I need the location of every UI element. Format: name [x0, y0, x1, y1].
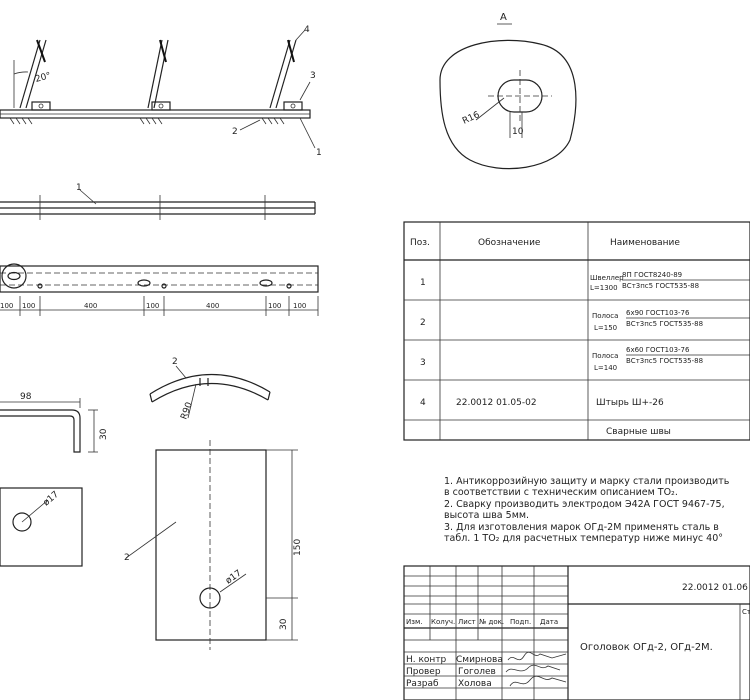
- strip-length: 98: [20, 392, 32, 402]
- table-footer: Сварные швы: [606, 427, 671, 437]
- beam-side-view: 1: [0, 183, 316, 220]
- row3-num: 6х60 ГОСТ103-76: [626, 346, 690, 354]
- assembly-top-view: 20° 4 3 2 1: [0, 25, 322, 158]
- note-line-4: высота шва 5мм.: [444, 510, 529, 521]
- name-razrab: Холова: [458, 679, 492, 689]
- plate-bottom: 30: [279, 618, 289, 630]
- row3-den: ВСт3пс5 ГОСТ535-88: [626, 357, 703, 365]
- plate-callout-2: 2: [124, 553, 130, 563]
- row3-name-b: L=140: [594, 364, 617, 372]
- beam-dim-6: 100: [268, 302, 281, 310]
- beam-dim-4: 100: [146, 302, 159, 310]
- row1-name-b: L=1300: [590, 284, 618, 292]
- row3-pos: 3: [420, 358, 426, 368]
- row1-num: 8П ГОСТ8240-89: [622, 271, 682, 279]
- beam-plan-view: 100 100 400 100 400 100 100: [0, 263, 319, 316]
- view-a-slot: 10: [512, 127, 524, 137]
- beam-dim-1: 100: [0, 302, 13, 310]
- table-head-name: Наименование: [610, 238, 680, 248]
- col-doc: № док.: [479, 618, 504, 626]
- table-head-pos: Поз.: [410, 238, 430, 248]
- doc-code: 22.0012 01.06: [682, 583, 748, 593]
- callout-1: 1: [316, 148, 322, 158]
- curved-strip: 2 R90: [149, 357, 271, 421]
- strip-height: 30: [99, 428, 109, 440]
- callout-2: 2: [232, 127, 238, 137]
- notes: 1. Антикоррозийную защиту и марку стали …: [444, 476, 730, 544]
- bent-strip-elevation: 98 30: [0, 392, 109, 453]
- beam-dim-3: 400: [84, 302, 97, 310]
- signatures: [505, 651, 567, 687]
- callout-4: 4: [304, 25, 310, 35]
- row2-name-b: L=150: [594, 324, 617, 332]
- row4-pos: 4: [420, 398, 426, 408]
- name-nkontr: Смирнова: [456, 655, 503, 665]
- beam-dim-5: 400: [206, 302, 219, 310]
- row1-pos: 1: [420, 278, 426, 288]
- row1-den: ВСт3пс5 ГОСТ535-88: [622, 282, 699, 290]
- note-line-2: в соответствии с техническим описанием Т…: [444, 487, 678, 498]
- angle-label: 20°: [34, 71, 52, 85]
- col-date: Дата: [540, 618, 558, 626]
- callout-3: 3: [310, 71, 316, 81]
- view-a: А R16 10: [439, 12, 577, 170]
- spec-table: Поз. Обозначение Наименование 1 Швеллер …: [403, 221, 750, 441]
- note-line-1: 1. Антикоррозийную защиту и марку стали …: [444, 476, 730, 487]
- small-plate-hole: ø17: [42, 490, 61, 509]
- row2-den: ВСт3пс5 ГОСТ535-88: [626, 320, 703, 328]
- row2-num: 6х90 ГОСТ103-76: [626, 309, 690, 317]
- name-prover: Гоголев: [458, 667, 496, 677]
- role-nkontr: Н. контр: [406, 655, 447, 665]
- small-plate: ø17: [0, 487, 83, 567]
- beam-dim-7: 100: [293, 302, 306, 310]
- row1-name-a: Швеллер: [590, 274, 624, 282]
- plate-hole: ø17: [224, 569, 244, 587]
- note-line-5: 3. Для изготовления марок ОГд-2М применя…: [444, 522, 719, 533]
- row4-name: Штырь Ш+-26: [596, 398, 664, 408]
- row4-designation: 22.0012 01.05-02: [456, 398, 537, 408]
- table-head-designation: Обозначение: [478, 238, 541, 248]
- beam-callout-1: 1: [76, 183, 82, 193]
- stage-head: Ст: [742, 608, 750, 616]
- row3-name-a: Полоса: [592, 352, 618, 360]
- row2-pos: 2: [420, 318, 426, 328]
- plate-height: 150: [293, 539, 303, 556]
- col-list: Лист: [458, 618, 476, 626]
- role-prover: Провер: [406, 667, 441, 677]
- view-a-radius: R16: [461, 110, 482, 127]
- title-block: Изм. Колуч. Лист № док. Подп. Дата Н. ко…: [403, 565, 750, 700]
- row2-name-a: Полоса: [592, 312, 618, 320]
- col-sign: Подп.: [510, 618, 531, 626]
- curved-radius: R90: [179, 401, 195, 421]
- role-razrab: Разраб: [406, 679, 439, 689]
- drawing-title: Оголовок ОГд-2, ОГд-2М.: [580, 642, 713, 653]
- view-a-label: А: [500, 12, 507, 23]
- note-line-3: 2. Сварку производить электродом Э42А ГО…: [444, 499, 725, 510]
- large-plate: ø17 2 150 30: [124, 440, 303, 650]
- note-line-6: табл. 1 ТО₂ для расчетных температур ниж…: [444, 533, 723, 544]
- curved-callout-2: 2: [172, 357, 178, 367]
- col-izm: Изм.: [406, 618, 422, 626]
- col-kol: Колуч.: [431, 618, 455, 626]
- beam-dim-2: 100: [22, 302, 35, 310]
